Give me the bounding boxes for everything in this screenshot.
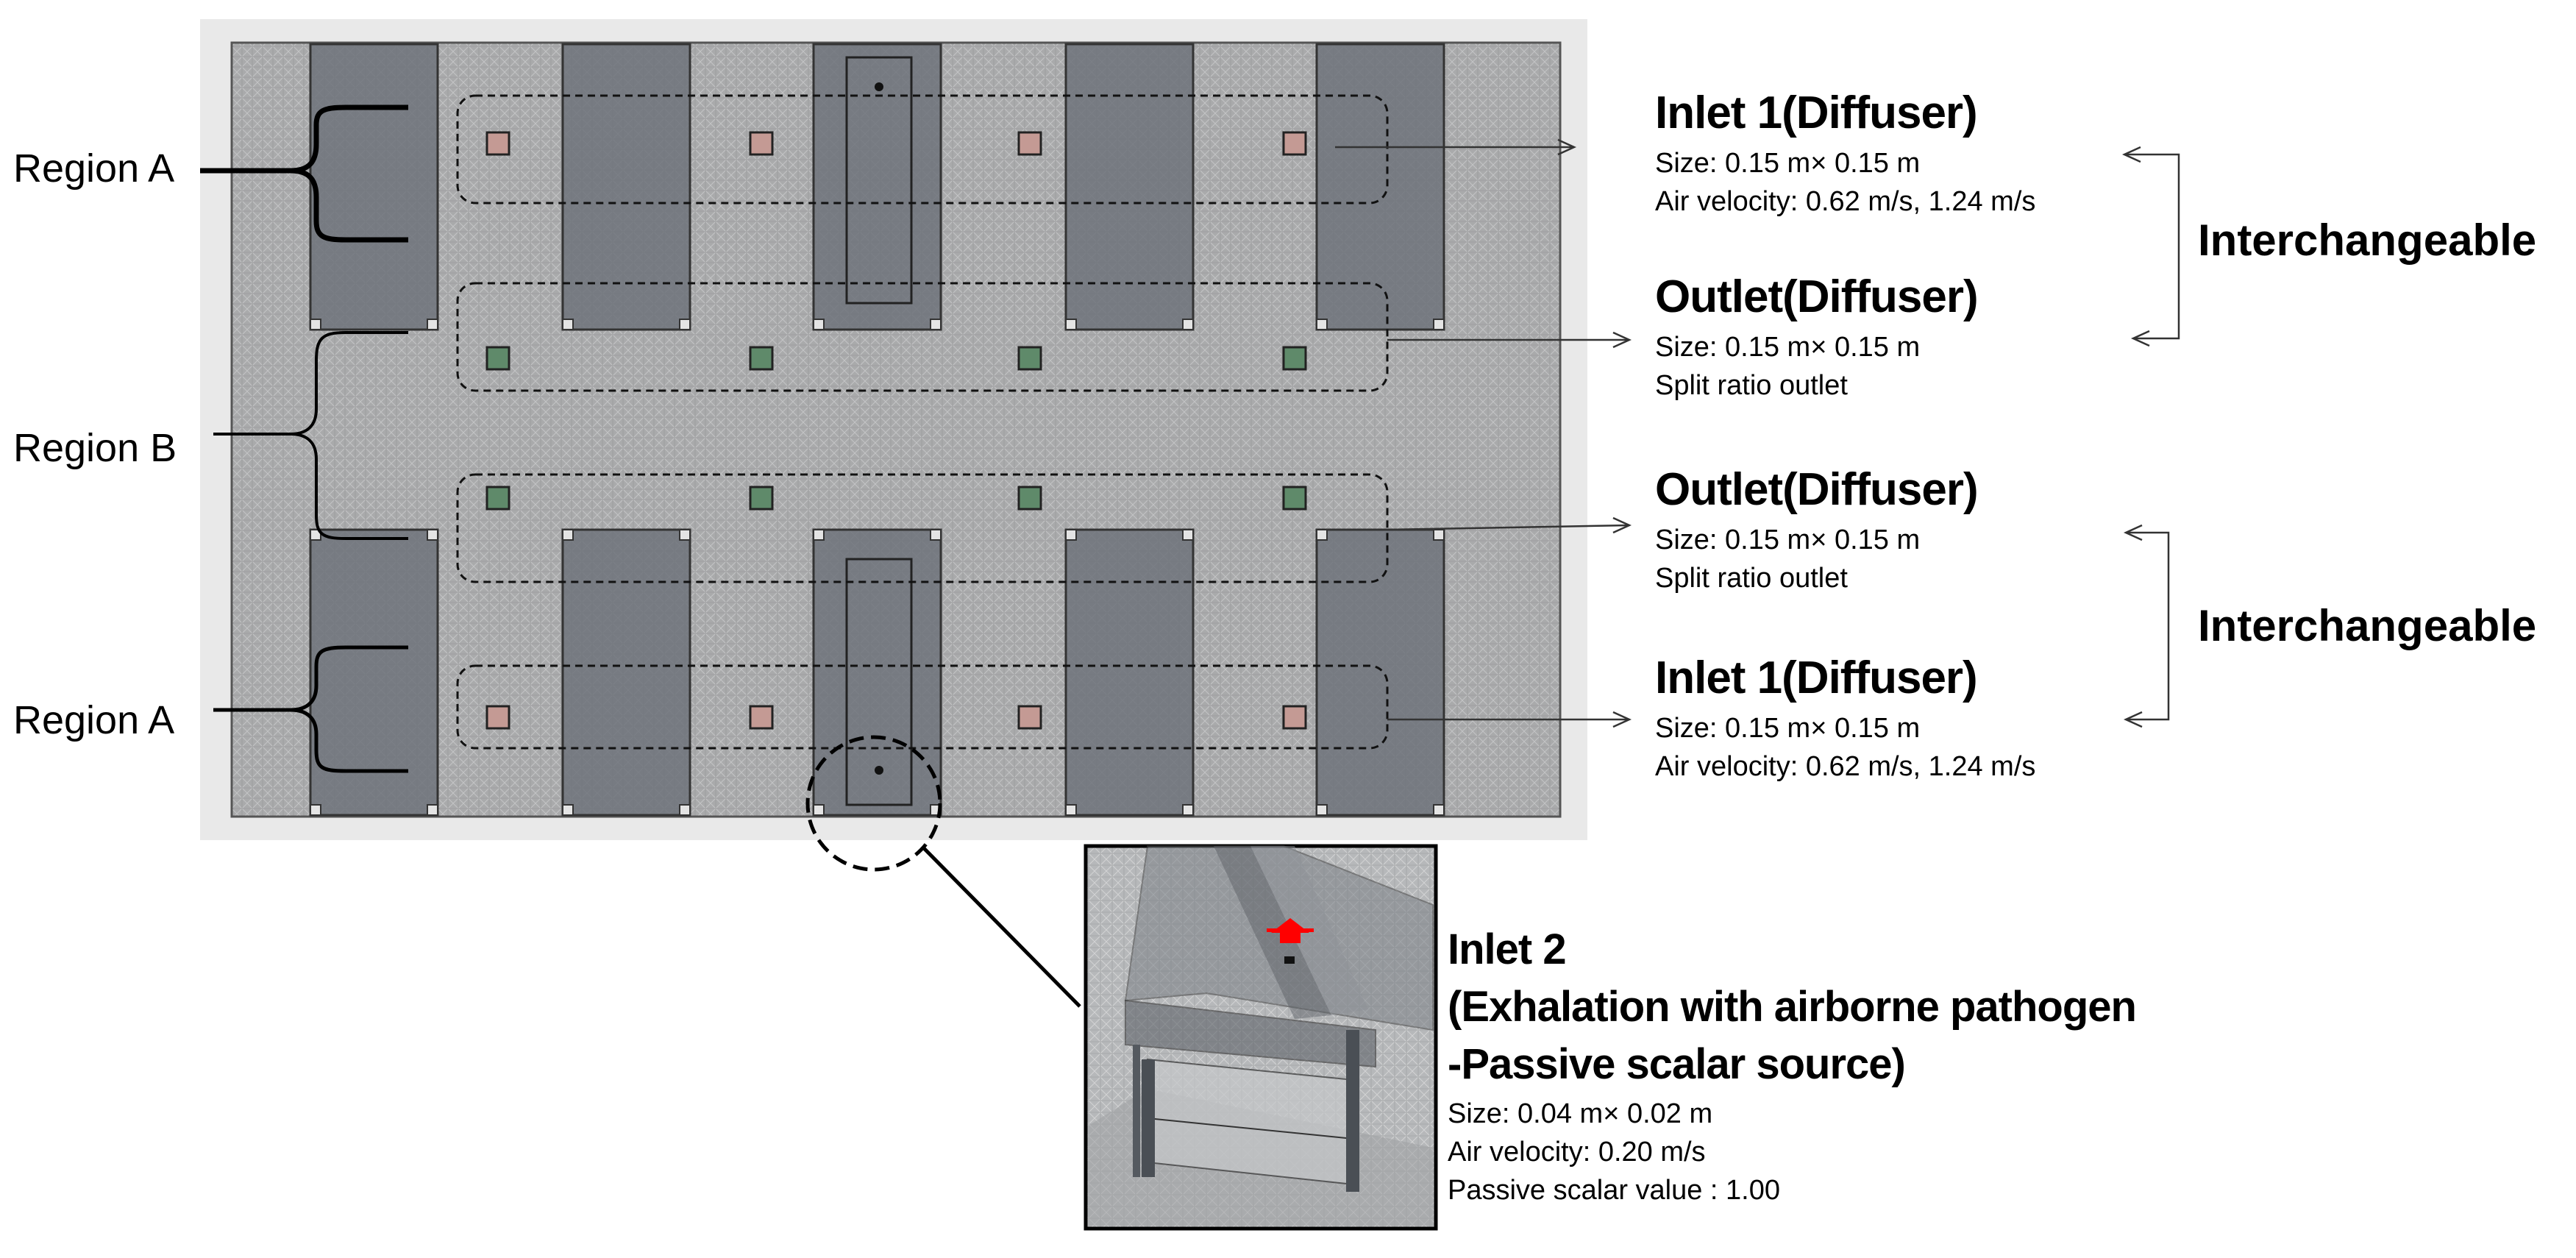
- region-a-top-label: Region A: [13, 146, 175, 191]
- inlet-top-velocity: Air velocity: 0.62 m/s, 1.24 m/s: [1655, 186, 2036, 217]
- source-point-bottom: [875, 766, 883, 775]
- interchangeable-bottom-label: Interchangeable: [2198, 601, 2537, 650]
- brace-region-b-lower: [213, 433, 408, 540]
- brace-region-a-bottom-upper: [213, 645, 408, 712]
- brace-region-a-top-lower: [200, 168, 408, 243]
- region-b-label: Region B: [13, 426, 177, 470]
- inlet-top-size: Size: 0.15 m× 0.15 m: [1655, 148, 1921, 179]
- callout-leaders: [1335, 138, 1632, 728]
- source-point-top: [875, 82, 883, 91]
- desks-bottom-row: [309, 528, 1445, 817]
- inlet-bottom-title: Inlet 1(Diffuser): [1655, 653, 1978, 703]
- brace-region-b-upper: [213, 331, 408, 436]
- inlet2-size: Size: 0.04 m× 0.02 m: [1448, 1098, 1713, 1129]
- inlet2-inset: [1084, 844, 1438, 1231]
- interchangeable-brackets: [2121, 146, 2180, 728]
- outlet-diffusers: [485, 346, 1307, 511]
- inlet-diffusers: [485, 131, 1307, 730]
- region-a-bottom-label: Region A: [13, 698, 175, 742]
- zoom-circle: [805, 735, 942, 872]
- brace-region-a-bottom-lower: [213, 708, 408, 773]
- outlet-bottom-note: Split ratio outlet: [1655, 563, 1848, 594]
- inlet2-title-line2: (Exhalation with airborne pathogen: [1448, 983, 2137, 1031]
- outlet-bottom-size: Size: 0.15 m× 0.15 m: [1655, 525, 1921, 555]
- desk-corner-marks: [310, 319, 1445, 816]
- inlet2-title: Inlet 2 (Exhalation with airborne pathog…: [1448, 921, 2137, 1093]
- occupant-outline-top: [845, 56, 913, 305]
- interchangeable-top-label: Interchangeable: [2198, 216, 2537, 265]
- brace-region-a-top-upper: [200, 104, 408, 174]
- outlet-bottom-title: Outlet(Diffuser): [1655, 464, 1979, 515]
- inlet2-title-line1: Inlet 2: [1448, 925, 1567, 973]
- inlet2-velocity: Air velocity: 0.20 m/s: [1448, 1137, 1706, 1168]
- outlet-top-note: Split ratio outlet: [1655, 370, 1848, 401]
- desks-top-row: [309, 43, 1445, 331]
- occupant-outline-bottom: [845, 558, 913, 806]
- inlet2-scalar: Passive scalar value : 1.00: [1448, 1175, 1781, 1206]
- inlet2-title-line3: -Passive scalar source): [1448, 1040, 1906, 1088]
- inlet-top-title: Inlet 1(Diffuser): [1655, 88, 1978, 138]
- outlet-top-title: Outlet(Diffuser): [1655, 271, 1979, 322]
- inlet-bottom-velocity: Air velocity: 0.62 m/s, 1.24 m/s: [1655, 751, 2036, 782]
- outlet-top-size: Size: 0.15 m× 0.15 m: [1655, 332, 1921, 363]
- inlet-bottom-size: Size: 0.15 m× 0.15 m: [1655, 713, 1921, 744]
- zoom-connector: [922, 846, 1081, 1008]
- diffuser-group-boxes: [456, 94, 1389, 750]
